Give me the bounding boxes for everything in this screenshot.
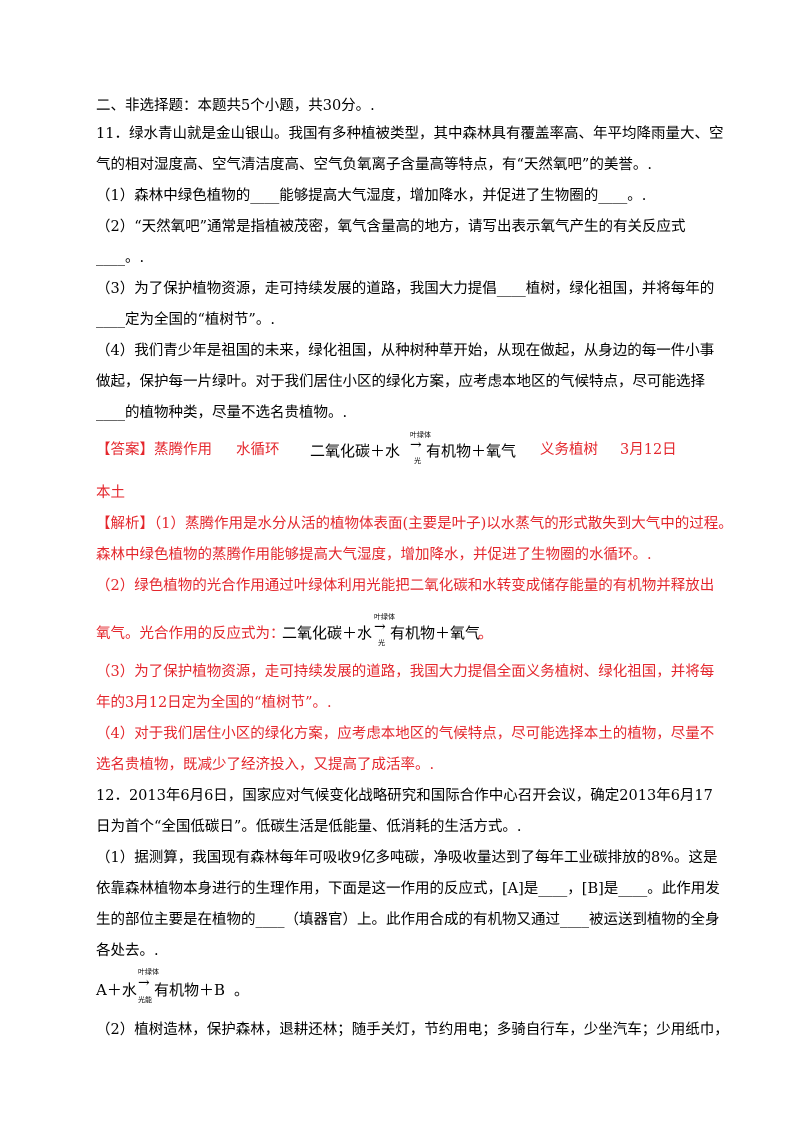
analysis-11-line3: （2）绿色植物的光合作用通过叶绿体利用光能把二氧化碳和水转变成储存能量的有机物并… [96,578,715,594]
answer-11-date: 3月12日 [620,442,677,458]
analysis-11-line2: 森林中绿色植物的蒸腾作用能够提高大气湿度，增加降水，并促进了生物圈的水循环。. [96,547,652,563]
arrow-icon: → [374,619,386,635]
question-11-part4-b: 做起，保护每一片绿叶。对于我们居住小区的绿化方案，应考虑本地区的气候特点，尽可能… [96,374,705,390]
question-12-line3: （1）据测算，我国现有森林每年可吸收9亿多吨碳，净吸收量达到了每年工业碳排放的8… [96,850,718,866]
analysis-11-line1: 【解析】（1）蒸腾作用是水分从活的植物体表面(主要是叶子)以水蒸气的形式散失到大… [96,516,733,532]
equation-left: 二氧化碳＋水 [282,624,373,642]
analysis-11-line5: （3）为了保护植物资源，走可持续发展的道路，我国大力提倡全面义务植树、绿化祖国，… [96,664,715,680]
question-11-part1: （1）森林中绿色植物的____能够提高大气湿度，增加降水，并促进了生物圈的___… [96,188,647,204]
question-11-line2: 气的相对湿度高、空气清洁度高、空气负氧离子含量高等特点，有“天然氧吧”的美誉。. [96,157,652,173]
equation-end: 。 [478,624,494,642]
analysis-11-line8: 选名贵植物，既减少了经济投入，又提高了成活率。. [96,757,435,773]
equation-right: 有机物＋氧气 [390,624,481,642]
question-11-line1: 11．绿水青山就是金山银山。我国有多种植被类型，其中森林具有覆盖率高、年平均降雨… [96,126,724,142]
question-11-part4-a: （4）我们青少年是祖国的未来，绿化祖国，从种树种草开始，从现在做起，从身边的每一… [96,343,715,359]
equation-catalyst: 叶绿体 [410,431,431,439]
answer-11-label: 【答案】蒸腾作用 [96,442,212,458]
equation-catalyst: 叶绿体 [374,613,395,621]
question-12-equation: A＋水 叶绿体 → 光能 有机物＋B 。 [96,967,296,1007]
question-12-line6: 各处去。. [96,943,159,959]
question-12-line5: 生的部位主要是在植物的____（填器官）上。此作用合成的有机物又通过____被运… [96,912,720,928]
question-11-part4-c: ____的植物种类，尽量不选名贵植物。. [96,405,348,421]
analysis-11-line4: 氧气。光合作用的反应式为： [96,626,285,642]
question-11-part2-a: （2）“天然氧吧”通常是指植被茂密，氧气含量高的地方，请写出表示氧气产生的有关反… [96,219,686,235]
question-12-line2: 日为首个“全国低碳日”。低碳生活是低能量、低消耗的生活方式。. [96,819,522,835]
analysis-11-equation: 二氧化碳＋水 叶绿体 → 光 有机物＋氧气 。 [282,612,502,648]
question-11-part3-b: ____定为全国的“植树节”。. [96,312,275,328]
section-title: 二、非选择题：本题共5个小题，共30分。. [96,98,375,114]
answer-11-water-cycle: 水循环 [236,442,280,458]
equation-right: 有机物＋B [154,981,226,999]
equation-left: 二氧化碳＋水 [310,442,401,460]
equation-end: 。 [234,981,250,999]
equation-right: 有机物＋氧气 [426,442,517,460]
answer-11-voluntary-planting: 义务植树 [540,442,598,458]
question-12-line7: （2）植树造林，保护森林，退耕还林；随手关灯，节约用电；多骑自行车，少坐汽车；少… [96,1022,729,1038]
question-11-part3-a: （3）为了保护植物资源，走可持续发展的道路，我国大力提倡____植树，绿化祖国，… [96,281,715,297]
equation-condition: 光能 [138,996,152,1004]
arrow-icon: → [410,437,422,453]
question-11-part2-b: ____。. [96,250,145,266]
equation-condition: 光 [378,639,385,647]
question-12-line4: 依靠森林植物本身进行的生理作用，下面是这一作用的反应式，[A]是____，[B]… [96,881,720,897]
question-12-line1: 12．2013年6月6日，国家应对气候变化战略研究和国际合作中心召开会议，确定2… [96,788,713,804]
arrow-icon: → [138,975,150,991]
analysis-11-line6: 年的3月12日定为全国的“植树节”。. [96,695,332,711]
answer-11-equation: 二氧化碳＋水 叶绿体 → 光 有机物＋氧气 [310,430,516,466]
equation-catalyst: 叶绿体 [138,968,159,976]
equation-condition: 光 [414,457,421,465]
equation-left: A＋水 [96,981,137,999]
analysis-11-line7: （4）对于我们居住小区的绿化方案，应考虑本地区的气候特点，尽可能选择本土的植物，… [96,726,715,742]
answer-11-native: 本土 [96,485,125,501]
